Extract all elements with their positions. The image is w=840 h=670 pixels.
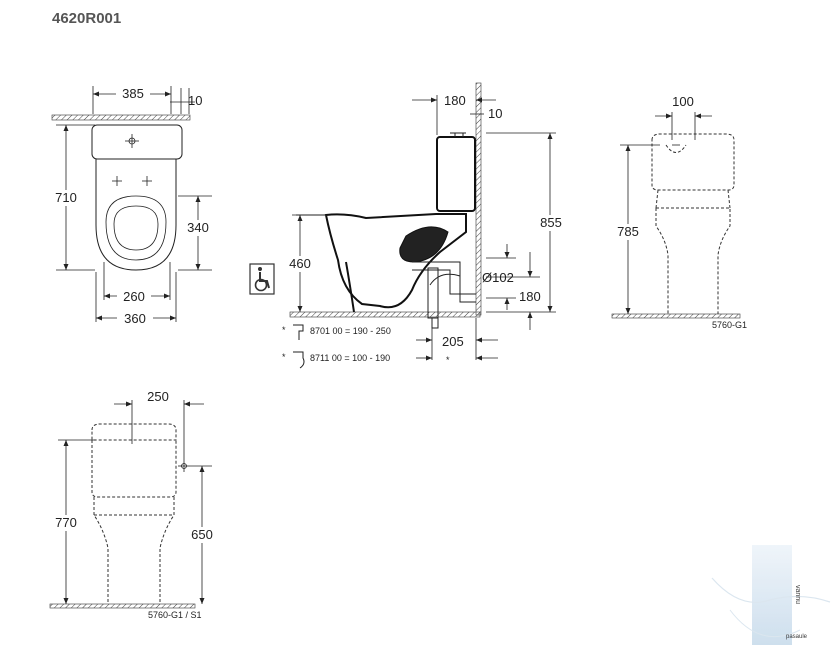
- watermark-text-2: pasaule: [786, 634, 808, 640]
- dim-width: 385: [122, 86, 144, 101]
- dim-length: 710: [55, 190, 77, 205]
- front-view-code: 5760-G1 / S1: [148, 610, 202, 620]
- dim-bowl-width: 360: [124, 311, 146, 326]
- tank-outline: [651, 133, 735, 191]
- rear-view: 100 785 5760-G1: [611, 94, 747, 330]
- footnote-text-2: 8711 00 = 100 - 190: [310, 353, 390, 363]
- dim-gap: 10: [188, 93, 202, 108]
- wall-hatch: [475, 82, 482, 316]
- watermark-text-1: vannu: [794, 585, 801, 604]
- top-view: 385 10 710 340 260: [50, 85, 212, 326]
- bend-icon: [293, 351, 305, 369]
- watermark-logo: vannu pasaule: [711, 545, 831, 645]
- fixing-point-icon: [112, 176, 152, 186]
- bowl-side: [324, 213, 467, 309]
- dim-seat-height-side: 460: [289, 256, 311, 271]
- dim-inner-width: 260: [123, 289, 145, 304]
- outlet-connector: [427, 267, 439, 319]
- dim-front-height: 770: [55, 515, 77, 530]
- dim-outlet-diameter: Ø102: [482, 270, 514, 285]
- floor-hatch: [49, 603, 196, 609]
- footnote-mark-2: *: [282, 352, 286, 362]
- side-view: 180 10 855 460 Ø102 180: [249, 82, 566, 369]
- wheelchair-icon: [249, 263, 275, 295]
- dim-total-height: 855: [540, 215, 562, 230]
- dim-star: *: [446, 355, 450, 365]
- seat-opening: [113, 205, 159, 251]
- tank-side: [436, 136, 476, 212]
- dim-rear-offset: 100: [672, 94, 694, 109]
- product-code: 4620R001: [52, 10, 122, 27]
- inlet-marker-icon: [178, 460, 190, 472]
- seat-outline: [105, 195, 167, 261]
- dim-outlet-distance: 205: [442, 334, 464, 349]
- pedestal-outline: [655, 207, 731, 314]
- rear-view-code: 5760-G1: [712, 320, 747, 330]
- outlet-adaptor: [431, 317, 439, 329]
- tank-outline: [91, 440, 177, 498]
- dim-seat-height: 340: [187, 220, 209, 235]
- dim-front-offset: 250: [147, 389, 169, 404]
- front-view: 250 770 650 5760-G1 / S1: [49, 389, 218, 620]
- outlet-pipe: [412, 261, 476, 303]
- bowl-outline: [95, 159, 177, 271]
- footnote-text-1: 8701 00 = 190 - 250: [310, 326, 391, 336]
- pedestal-outline: [93, 497, 175, 604]
- dim-side-gap: 10: [488, 106, 502, 121]
- trap-section: [399, 226, 449, 263]
- floor-hatch: [611, 313, 741, 319]
- inlet-outline: [665, 144, 687, 153]
- flush-button-icon: [125, 134, 139, 148]
- dim-offset: 180: [444, 93, 466, 108]
- dim-outlet-height: 180: [519, 289, 541, 304]
- footnote-mark-1: *: [282, 325, 286, 335]
- wall-hatch: [51, 114, 191, 121]
- adaptor-icon: [293, 324, 304, 340]
- dim-inlet-height: 650: [191, 527, 213, 542]
- tank-top-outline: [91, 423, 177, 441]
- pedestal-front: [345, 261, 355, 313]
- floor-hatch: [289, 311, 481, 318]
- outlet-pipe-inner: [412, 269, 476, 295]
- pedestal-back: [429, 273, 461, 286]
- dim-rear-height: 785: [617, 224, 639, 239]
- tank-outline: [91, 124, 183, 160]
